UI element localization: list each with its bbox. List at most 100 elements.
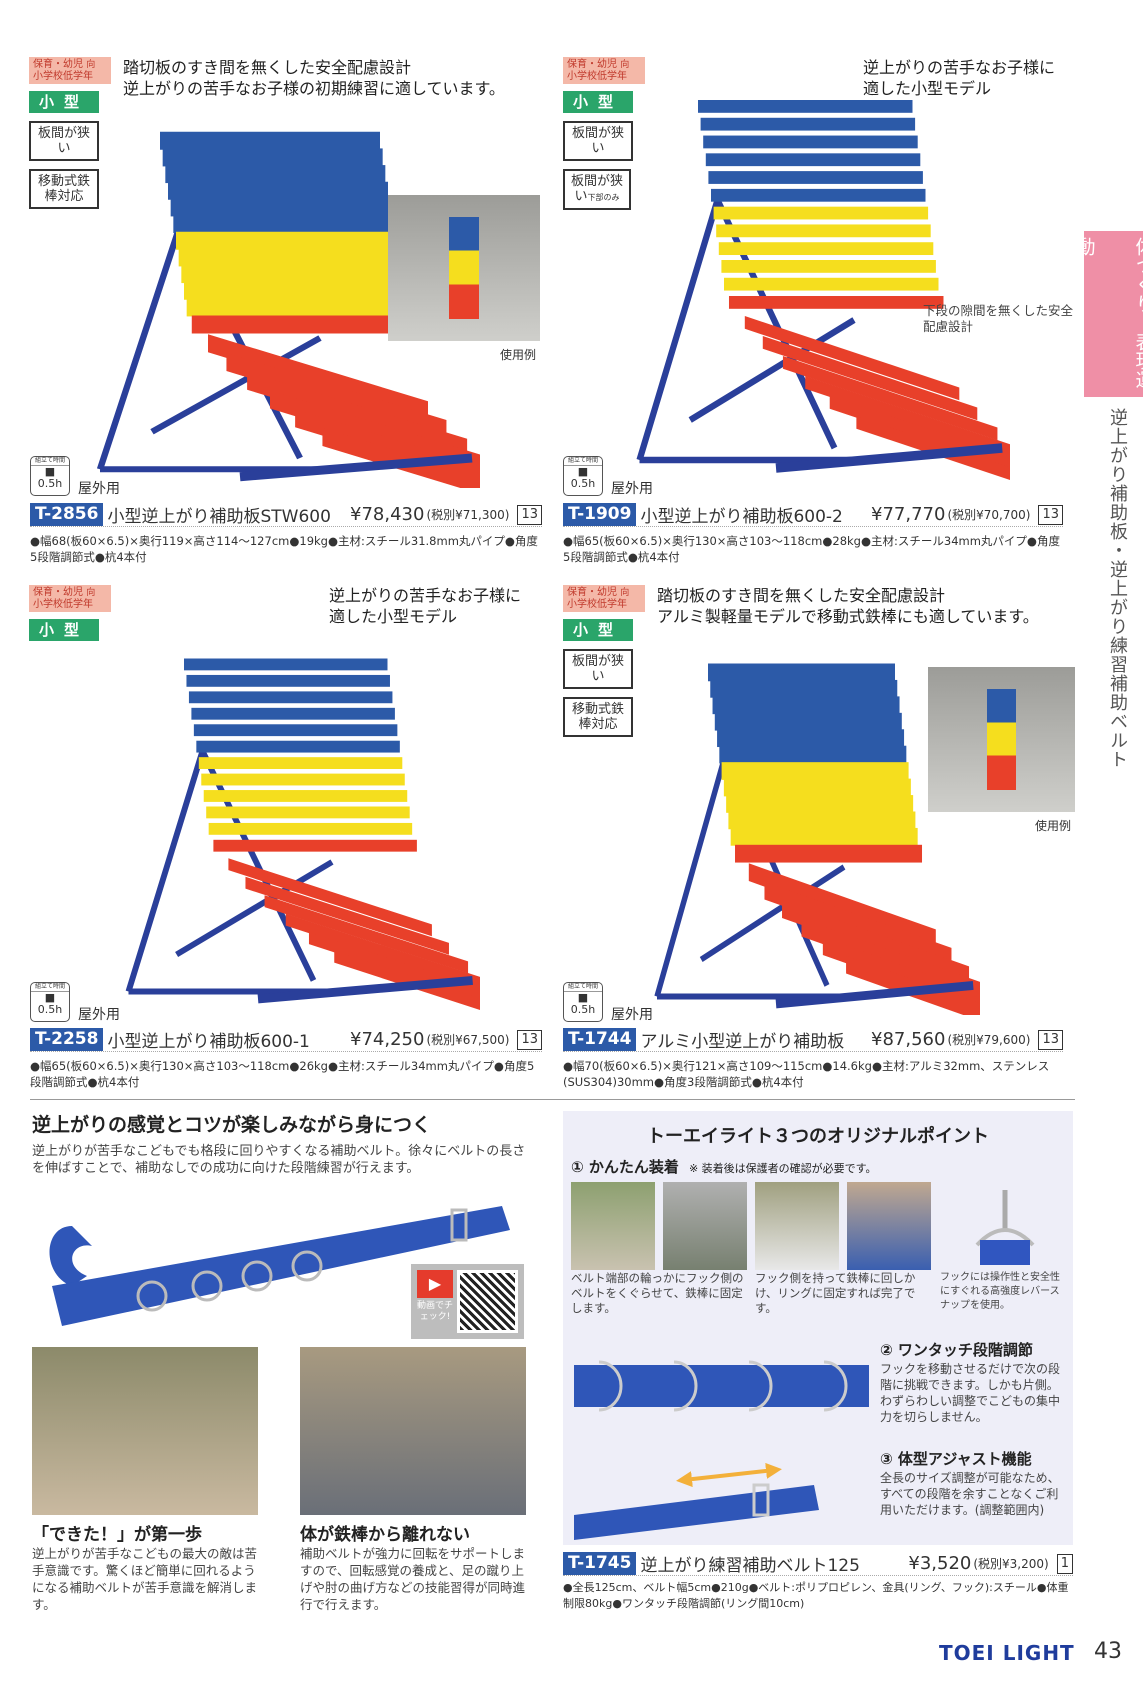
step-photo-4 [847, 1182, 931, 1270]
size-badge: 小型 [29, 91, 99, 113]
p1-caption-2: フック側を持って鉄棒に回しかけ、リングに固定すれば完了です。 [755, 1271, 916, 1315]
product-code: T-2856 [30, 503, 104, 526]
product-price: ¥78,430 [350, 504, 425, 525]
product-code: T-2258 [30, 1028, 104, 1051]
outdoor-label: 屋外用 [611, 481, 653, 497]
outdoor-label: 屋外用 [78, 1007, 120, 1023]
product-code: T-1744 [563, 1028, 637, 1051]
usage-example-label: 使用例 [500, 348, 537, 362]
step-photo-1 [571, 1182, 655, 1270]
step-photo-2 [663, 1182, 747, 1270]
belt-image [49, 1206, 510, 1326]
feature-badge-narrow-lower: 板間が狭い下部のみ [563, 169, 631, 210]
product-tax: (税別¥67,500) [426, 1033, 510, 1047]
product-qty: 13 [517, 504, 542, 525]
product-block: 保育・幼児 向小学校低学年 小型板間が狭い移動式鉄棒対応 [563, 585, 645, 737]
product-qty: 13 [1038, 1029, 1063, 1050]
product-image-chair [636, 100, 1010, 480]
video-label: 動画でチェック! [417, 1301, 454, 1322]
outdoor-label: 屋外用 [611, 1007, 653, 1023]
feature-badge-narrow: 板間が狭い [563, 121, 633, 161]
product-qty: 13 [517, 1029, 542, 1050]
point1-title: 「できた！」が第一歩 [32, 1525, 202, 1545]
p3-text: 全長のサイズ調整が可能なため、すべての段階を余すことなくご利用いただけます。(調… [880, 1471, 1060, 1517]
product-spec: ●幅65(板60×6.5)×奥行130×高さ103～118cm●28kg●主材:… [563, 534, 1060, 564]
product-tax: (税別¥71,300) [426, 508, 510, 522]
section-divider [30, 1099, 1075, 1100]
product-tax: (税別¥3,200) [973, 1557, 1049, 1571]
product-image-chair [654, 663, 980, 1015]
product-tagline: 踏切板のすき間を無くした安全配慮設計アルミ製軽量モデルで移動式鉄棒にも適していま… [657, 586, 1039, 626]
belt-adjust-image [574, 1462, 819, 1540]
product-row: T-2856 小型逆上がり補助板STW600 ¥78,430 (税別¥71,30… [30, 503, 542, 565]
assembly-time-icon: 組立て時間■0.5h [563, 456, 603, 496]
p3-title: ③ 体型アジャスト機能 [880, 1450, 1032, 1468]
product-image-chair [96, 131, 480, 488]
feature-badge-mobile: 移動式鉄棒対応 [29, 169, 99, 209]
product-name: アルミ小型逆上がり補助板 [640, 1032, 845, 1052]
target-age-badge: 保育・幼児 向小学校低学年 [563, 57, 645, 84]
product-row: T-1744 アルミ小型逆上がり補助板 ¥87,560 (税別¥79,600) … [563, 1028, 1063, 1090]
product-code: T-1909 [563, 503, 637, 526]
assembly-time-icon: 組立て時間■0.5h [563, 982, 603, 1022]
p1-caption-3: フックには操作性と安全性にすぐれる高強度レバースナップを使用。 [940, 1272, 1060, 1311]
qr-code[interactable] [457, 1270, 518, 1333]
feature-badge-mobile: 移動式鉄棒対応 [563, 697, 633, 737]
product-code: T-1745 [563, 1552, 637, 1575]
video-qr-badge[interactable]: ▶ 動画でチェック! [411, 1264, 524, 1339]
product-tagline: 逆上がりの苦手なお子様に適した小型モデル [329, 586, 522, 626]
product-name: 小型逆上がり補助板STW600 [107, 507, 331, 527]
category-tab[interactable]: 体つくり・表現運動 [1074, 231, 1143, 397]
points-title: トーエイライト３つのオリジナルポイント [647, 1126, 989, 1147]
hook-image [975, 1190, 1035, 1265]
product-name: 小型逆上がり補助板600-2 [640, 507, 843, 527]
product-price: ¥87,560 [871, 1029, 946, 1050]
safety-note: 下段の隙間を無くした安全配慮設計 [923, 303, 1074, 334]
product-price: ¥74,250 [350, 1029, 425, 1050]
product-name: 小型逆上がり補助板600-1 [107, 1032, 310, 1052]
product-tagline: 逆上がりの苦手なお子様に適した小型モデル [863, 58, 1056, 98]
belt-rings-image [574, 1360, 869, 1412]
product-name: 逆上がり練習補助ベルト125 [640, 1556, 860, 1576]
feature-badge-narrow: 板間が狭い [29, 121, 99, 161]
child-on-bar-photo [32, 1347, 258, 1515]
usage-example-photo [928, 667, 1075, 812]
play-icon: ▶ [417, 1270, 453, 1298]
size-badge: 小型 [563, 91, 633, 113]
target-age-badge: 保育・幼児 向小学校低学年 [563, 585, 645, 612]
p1-title: ① かんたん装着 [571, 1158, 679, 1176]
product-spec: ●幅70(板60×6.5)×奥行121×高さ109～115cm●14.6kg●主… [563, 1059, 1050, 1089]
product-tax: (税別¥79,600) [947, 1033, 1031, 1047]
target-age-badge: 保育・幼児 向小学校低学年 [29, 585, 111, 612]
point2-title: 体が鉄棒から離れない [300, 1525, 470, 1545]
size-badge: 小型 [563, 619, 633, 641]
page-number: 43 [1094, 1639, 1122, 1664]
p1-caption-1: ベルト端部の輪っかにフック側のベルトをくぐらせて、鉄棒に固定します。 [571, 1271, 744, 1315]
product-price: ¥77,770 [871, 504, 946, 525]
assembly-time-icon: 組立て時間■0.5h [30, 456, 70, 496]
product-qty: 1 [1056, 1553, 1073, 1574]
product-image-chair [125, 658, 480, 1010]
step-photo-3 [755, 1182, 839, 1270]
child-belt-photo [300, 1347, 526, 1515]
product-row: T-2258 小型逆上がり補助板600-1 ¥74,250 (税別¥67,500… [30, 1028, 542, 1090]
product-spec: ●幅68(板60×6.5)×奥行119×高さ114～127cm●19kg●主材:… [30, 534, 538, 564]
belt-product-row: T-1745 逆上がり練習補助ベルト125 ¥3,520 (税別¥3,200) … [563, 1552, 1073, 1612]
product-spec: ●幅65(板60×6.5)×奥行130×高さ103～118cm●26kg●主材:… [30, 1059, 535, 1089]
target-age-badge: 保育・幼児 向小学校低学年 [29, 57, 111, 84]
outdoor-label: 屋外用 [78, 481, 120, 497]
usage-example-label: 使用例 [1035, 819, 1072, 833]
point2-text: 補助ベルトが強力に回転をサポートしますので、回転感覚の養成と、足の蹴り上げや肘の… [300, 1546, 526, 1612]
product-qty: 13 [1038, 504, 1063, 525]
product-spec: ●全長125cm、ベルト幅5cm●210g●ベルト:ポリプロピレン、金具(リング… [563, 1581, 1069, 1610]
brand-logo: TOEI LIGHT [939, 1641, 1075, 1665]
p1-note: ※ 装着後は保護者の確認が必要です。 [688, 1162, 877, 1175]
belt-description: 逆上がりが苦手なこどもでも格段に回りやすくなる補助ベルト。徐々にベルトの長さを伸… [32, 1144, 526, 1176]
belt-headline: 逆上がりの感覚とコツが楽しみながら身につく [32, 1114, 432, 1136]
product-block: 保育・幼児 向小学校低学年 小型板間が狭い板間が狭い下部のみ [563, 57, 645, 210]
p2-text: フックを移動させるだけで次の段階に挑戦できます。しかも片側。わずらわしい調整でこ… [880, 1362, 1061, 1424]
usage-example-photo [388, 195, 540, 341]
product-block: 保育・幼児 向小学校低学年 小型板間が狭い移動式鉄棒対応 [29, 57, 111, 209]
feature-badge-narrow: 板間が狭い [563, 649, 633, 689]
product-block: 保育・幼児 向小学校低学年 小型 [29, 585, 111, 641]
